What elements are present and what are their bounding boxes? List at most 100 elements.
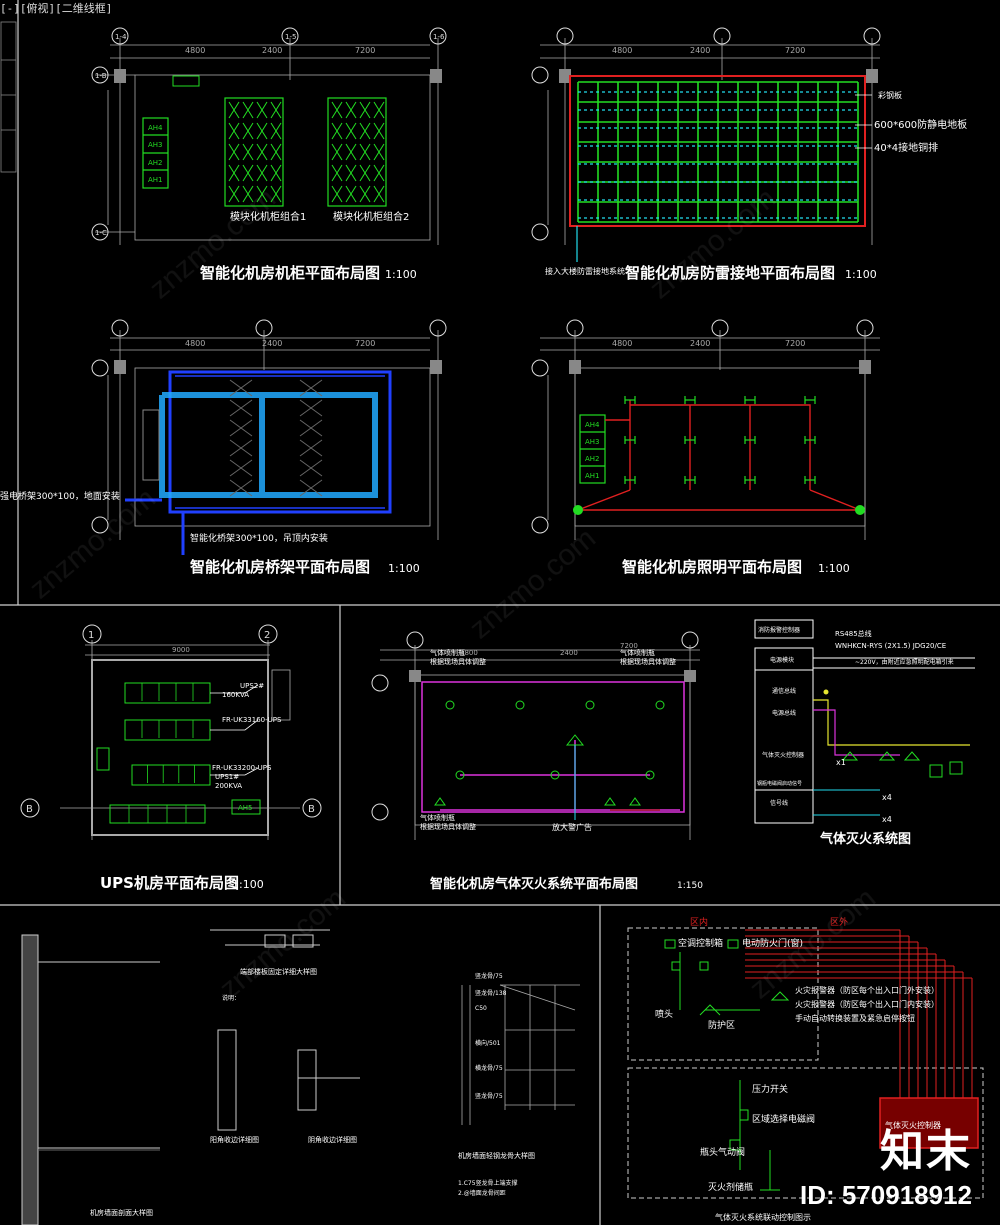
gas-lbl-3: 通信总线	[772, 687, 796, 695]
view-tab-label[interactable]: [-][俯视][二维线框]	[0, 2, 113, 15]
cabinet-hatch-line	[373, 185, 385, 203]
gas-count-2: x4	[882, 793, 892, 802]
cabinet-hatch-line	[256, 164, 268, 182]
panel-control	[627, 927, 984, 1199]
fire-note-2a: 根据现场具体调整	[430, 657, 486, 666]
tray-title: 智能化机房桥架平面布局图	[190, 558, 370, 576]
panel-details	[21, 929, 580, 1225]
cabinet-hatch-line	[359, 143, 371, 161]
cabinet-hatch-line	[270, 122, 282, 140]
control-title: 气体灭火系统联动控制图示	[715, 1212, 811, 1222]
rack-hatch-line	[229, 379, 253, 397]
grounding-scale: 1:100	[845, 268, 877, 281]
cabinet-hatch-line	[373, 101, 385, 119]
cabinet-hatch-line	[270, 164, 282, 182]
dim-top-2e: 2400	[560, 649, 578, 657]
cabinet-ah1: AH1	[148, 176, 163, 184]
ups-axis-2: 2	[264, 630, 270, 641]
rack-hatch-line	[299, 459, 323, 477]
left-title-strip	[0, 21, 17, 173]
grounding-note-1: 彩钢板	[878, 90, 902, 100]
panel-lighting	[531, 319, 880, 540]
detail-title-3: 阴角收边详细图	[308, 1135, 357, 1144]
rack-hatch-line	[299, 399, 323, 417]
dim-top-2b: 2400	[690, 46, 710, 55]
watermark-4: znzmo.com	[463, 521, 602, 645]
cabinet-hatch-line	[270, 185, 282, 203]
detail-dim-5: 横龙骨/75	[475, 1064, 503, 1072]
panel-ups	[20, 624, 322, 840]
ctrl-item-5: 手动自动转换装置及紧急启停按钮	[795, 1013, 915, 1023]
ctrl-item-9: 区域选择电磁阀	[752, 1113, 815, 1125]
cabinet-ah3: AH3	[148, 141, 163, 149]
ctrl-item-1: 空调控制箱	[678, 937, 723, 949]
cabinet-hatch-line	[345, 143, 357, 161]
dim-top-2a: 2400	[262, 46, 282, 55]
ups-lbl-5: UPS1#	[215, 773, 239, 781]
ups-axis-1: 1	[88, 630, 94, 641]
ups-lbl-2: 160KVA	[222, 691, 249, 699]
cabinet-hatch-line	[345, 122, 357, 140]
ctrl-item-11: 灭火剂储瓶	[708, 1181, 753, 1193]
tray-note-2: 智能化桥架300*100，吊顶内安装	[190, 532, 328, 544]
zone-out: 区外	[830, 916, 848, 928]
detail-dim-3: C50	[475, 1005, 487, 1012]
cabinet-hatch-line	[242, 164, 254, 182]
cabinet-hatch-line	[270, 143, 282, 161]
dim-top-3a: 7200	[355, 46, 375, 55]
grounding-note-4: 接入大楼防雷接地系统	[545, 266, 625, 276]
detail-note-2: 1.C75竖龙骨上端支撑	[458, 1179, 518, 1187]
gas-lbl-1: 消防报警控制器	[758, 626, 800, 634]
panel-grounding	[531, 27, 881, 262]
detail-dim-2: 竖龙骨/138	[475, 989, 507, 997]
rack-hatch-line	[299, 379, 323, 397]
drawing-text: 智能化机房机柜平面布局图 1:100 模块化机柜组合1 模块化机柜组合2 AH4…	[0, 33, 967, 1222]
detail-title-2: 阳角收边详细图	[210, 1135, 259, 1144]
ctrl-item-4: 火灾报警器（防区每个出入口门内安装）	[795, 999, 939, 1009]
rack-hatch-line	[299, 419, 323, 437]
lighting-ah3: AH3	[585, 438, 600, 446]
zone-in: 区内	[690, 916, 708, 928]
tray-scale: 1:100	[388, 562, 420, 575]
gas-lbl-5: 气体灭火控制器	[762, 751, 804, 759]
lighting-ah1: AH1	[585, 472, 600, 480]
fire-note-1a: 气体喷制瓶	[430, 648, 465, 657]
gas-lbl-7: 信号线	[770, 799, 788, 807]
dim-top-3e: 7200	[620, 642, 638, 650]
fire-note-2b: 根据现场具体调整	[620, 657, 676, 666]
gas-line-2: WNHKCN-RYS (2X1.5) JDG20/CE	[835, 642, 946, 650]
detail-title-5: 机房墙面剖面大样图	[90, 1208, 153, 1217]
cabinet-title: 智能化机房机柜平面布局图	[200, 264, 380, 282]
cabinet-hatch-line	[256, 122, 268, 140]
fire-note-3: 放大警广告	[552, 822, 592, 832]
cabinet-hatch-line	[331, 185, 343, 203]
watermark-5: znzmo.com	[213, 881, 352, 1005]
cabinet-hatch-line	[228, 122, 240, 140]
detail-title-4: 机房墙面轻钢龙骨大样图	[458, 1151, 535, 1160]
ctrl-item-8: 压力开关	[752, 1083, 788, 1095]
grounding-note-2: 600*600防静电地板	[874, 118, 967, 131]
cabinet-hatch-line	[242, 122, 254, 140]
grounding-title: 智能化机房防雷接地平面布局图	[625, 264, 835, 282]
cabinet-hatch-line	[373, 164, 385, 182]
gas-lbl-6: 钢瓶电磁阀启动信号	[757, 780, 802, 787]
cabinet-hatch-line	[373, 122, 385, 140]
ups-lbl-3: FR-UK33160-UPS	[222, 716, 282, 724]
dim-top-2c: 2400	[262, 339, 282, 348]
watermark-1: znzmo.com	[143, 181, 282, 305]
fire-note-1b: 气体喷制瓶	[620, 648, 655, 657]
cabinet-hatch-line	[331, 101, 343, 119]
panel-fire	[371, 631, 700, 840]
fire-title: 智能化机房气体灭火系统平面布局图	[430, 876, 638, 892]
panel-tray	[91, 319, 447, 555]
gas-line-3: ~220V，由附近应急照明配电箱引来	[855, 658, 954, 666]
gas-line-1: RS485总线	[835, 629, 872, 638]
cabinet-combo-2: 模块化机柜组合2	[333, 210, 409, 223]
panel-cabinet	[91, 27, 447, 245]
cabinet-ah2: AH2	[148, 159, 163, 167]
gas-count-3: x4	[882, 815, 892, 824]
cabinet-hatch-line	[228, 101, 240, 119]
cabinet-hatch-line	[256, 143, 268, 161]
cabinet-hatch-line	[270, 101, 282, 119]
